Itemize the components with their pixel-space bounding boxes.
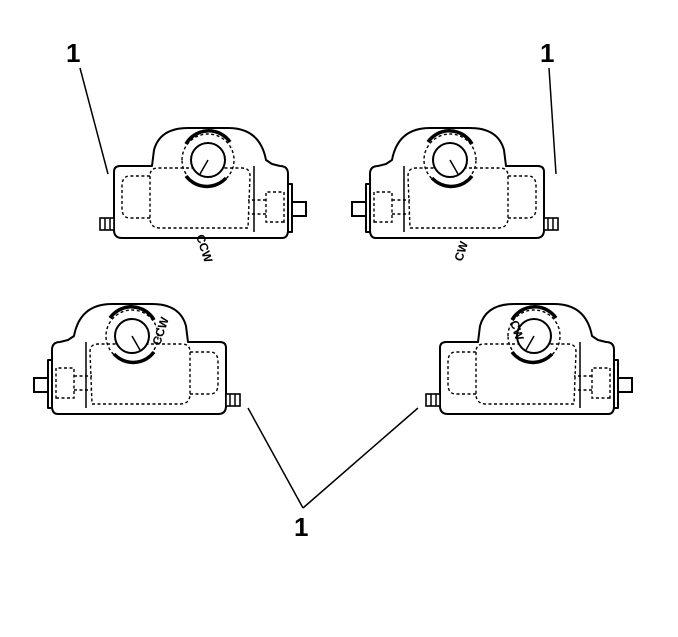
leader-line-bottom-left xyxy=(247,407,304,509)
steering-gear-top-left xyxy=(98,126,308,240)
steering-gear-bottom-right xyxy=(424,302,634,416)
callout-top-right: 1 xyxy=(540,38,554,68)
rotation-label-gear-4: CW xyxy=(507,319,527,343)
steering-gear-bottom-left xyxy=(32,302,242,416)
leader-line-bottom-right xyxy=(302,407,419,509)
leader-line-top-left xyxy=(79,67,109,175)
callout-bottom: 1 xyxy=(294,512,308,542)
leader-line-top-right xyxy=(548,67,557,175)
rotation-label-gear-2: CW xyxy=(452,239,472,263)
callout-top-left: 1 xyxy=(66,38,80,68)
steering-gear-top-right xyxy=(350,126,560,240)
